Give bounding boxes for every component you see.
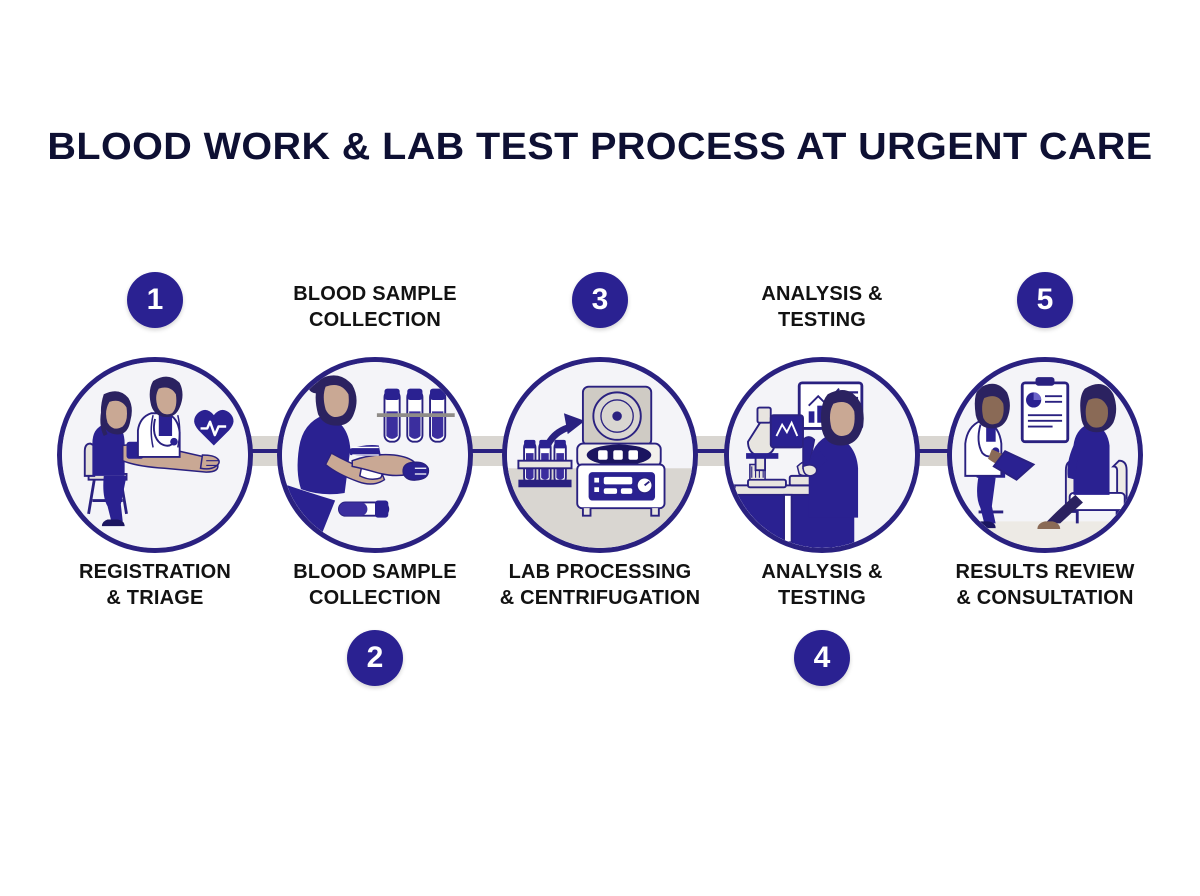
- analysis-testing-illustration: [729, 362, 915, 548]
- step-1-number: 1: [146, 283, 164, 316]
- step-2-label: BLOOD SAMPLE COLLECTION: [260, 560, 490, 611]
- step-4-label: ANALYSIS & TESTING: [707, 560, 937, 611]
- step-4-top-label-line1: ANALYSIS &: [761, 283, 883, 305]
- step-1-label-line1: REGISTRATION: [78, 561, 232, 583]
- step-1-label: REGISTRATION & TRIAGE: [40, 560, 270, 611]
- step-3-number: 3: [591, 283, 609, 316]
- step-3-label-line2: & CENTRIFUGATION: [499, 586, 701, 609]
- step-2-top-label: BLOOD SAMPLE COLLECTION: [260, 282, 490, 333]
- step-3-number-badge[interactable]: 3: [572, 272, 628, 328]
- step-1-number-badge[interactable]: 1: [127, 272, 183, 328]
- step-2-label-line1: BLOOD SAMPLE: [293, 561, 457, 583]
- step-2-top-label-line2: COLLECTION: [309, 308, 441, 331]
- step-5-illustration-circle[interactable]: [947, 357, 1143, 553]
- step-5-label-line1: RESULTS REVIEW: [955, 561, 1135, 583]
- registration-triage-illustration: [62, 362, 248, 548]
- step-4-number: 4: [813, 641, 831, 674]
- step-4-label-line1: ANALYSIS &: [761, 561, 883, 583]
- step-5-number: 5: [1036, 283, 1054, 316]
- step-3-label-line1: LAB PROCESSING: [508, 561, 692, 583]
- step-5-number-badge[interactable]: 5: [1017, 272, 1073, 328]
- step-4-label-line2: TESTING: [777, 586, 867, 609]
- step-2-number: 2: [366, 641, 384, 674]
- step-1-label-line2: & TRIAGE: [106, 586, 204, 609]
- step-1-illustration-circle[interactable]: [57, 357, 253, 553]
- step-2-top-label-line1: BLOOD SAMPLE: [293, 283, 457, 305]
- step-5-label-line2: & CONSULTATION: [956, 586, 1134, 609]
- step-3-illustration-circle[interactable]: [502, 357, 698, 553]
- step-2-number-badge[interactable]: 2: [347, 630, 403, 686]
- step-4-top-label-line2: TESTING: [777, 308, 867, 331]
- lab-processing-centrifugation-illustration: [507, 362, 693, 548]
- step-2-illustration-circle[interactable]: [277, 357, 473, 553]
- step-4-illustration-circle[interactable]: [724, 357, 920, 553]
- step-2-label-line2: COLLECTION: [309, 586, 441, 609]
- step-5-label: RESULTS REVIEW & CONSULTATION: [930, 560, 1160, 611]
- step-4-number-badge[interactable]: 4: [794, 630, 850, 686]
- page-title: BLOOD WORK & LAB TEST PROCESS AT URGENT …: [47, 126, 1153, 168]
- blood-sample-collection-illustration: [282, 362, 468, 548]
- results-review-consultation-illustration: [952, 362, 1138, 548]
- step-4-top-label: ANALYSIS & TESTING: [707, 282, 937, 333]
- step-3-label: LAB PROCESSING & CENTRIFUGATION: [485, 560, 715, 611]
